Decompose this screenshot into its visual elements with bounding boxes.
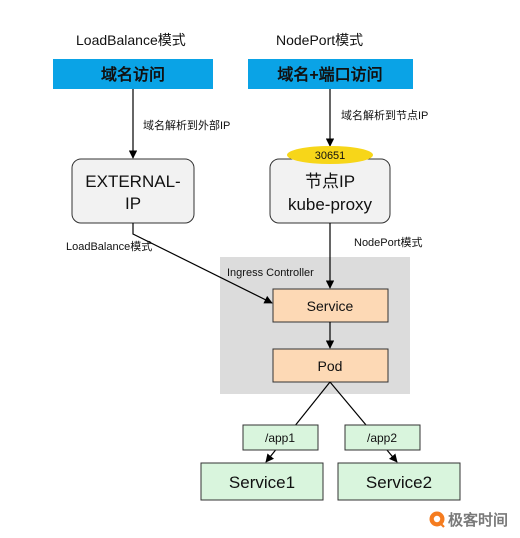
loadbalance-mode-title: LoadBalance模式 [76,32,186,48]
route-path-app2: /app2 [344,424,421,451]
domain-port-access-banner: 域名+端口访问 [248,59,413,89]
pod-label: Pod [318,358,343,374]
service2-box: Service2 [337,462,461,501]
domain-port-access-label: 域名+端口访问 [277,65,382,84]
node-port-value: 30651 [315,150,346,162]
service1-box: Service1 [200,462,324,501]
service2-label: Service2 [366,473,432,492]
route-path-app1-label: /app1 [265,431,295,445]
ingress-service-box: Service [272,288,389,323]
nodeport-edge-note: NodePort模式 [354,236,422,249]
pod-box: Pod [272,348,389,383]
nodeport-mode-title: NodePort模式 [276,32,363,48]
node-ip-line1: 节点IP [305,172,355,191]
geektime-brand-text: 极客时间 [448,511,508,529]
external-ip-line1: EXTERNAL- [85,172,180,191]
ingress-controller-label: Ingress Controller [227,267,314,279]
node-ip-box: 节点IP kube-proxy [269,158,391,224]
node-ip-line2: kube-proxy [288,195,373,214]
arrow-external-to-service [132,223,273,304]
node-port-badge: 30651 [287,146,373,164]
ingress-service-label: Service [307,298,354,314]
dns-node-note: 域名解析到节点IP [341,108,428,122]
geektime-logo: 极客时间 [429,511,508,529]
service1-label: Service1 [229,473,295,492]
domain-access-label: 域名访问 [101,65,165,84]
route-path-app2-label: /app2 [367,431,397,445]
route-path-app1: /app1 [242,424,319,451]
external-ip-line2: IP [125,194,141,213]
external-ip-box: EXTERNAL- IP [71,158,195,224]
loadbalance-edge-note: LoadBalance模式 [66,240,152,253]
dns-external-note: 域名解析到外部IP [143,118,230,132]
domain-access-banner: 域名访问 [53,59,213,89]
